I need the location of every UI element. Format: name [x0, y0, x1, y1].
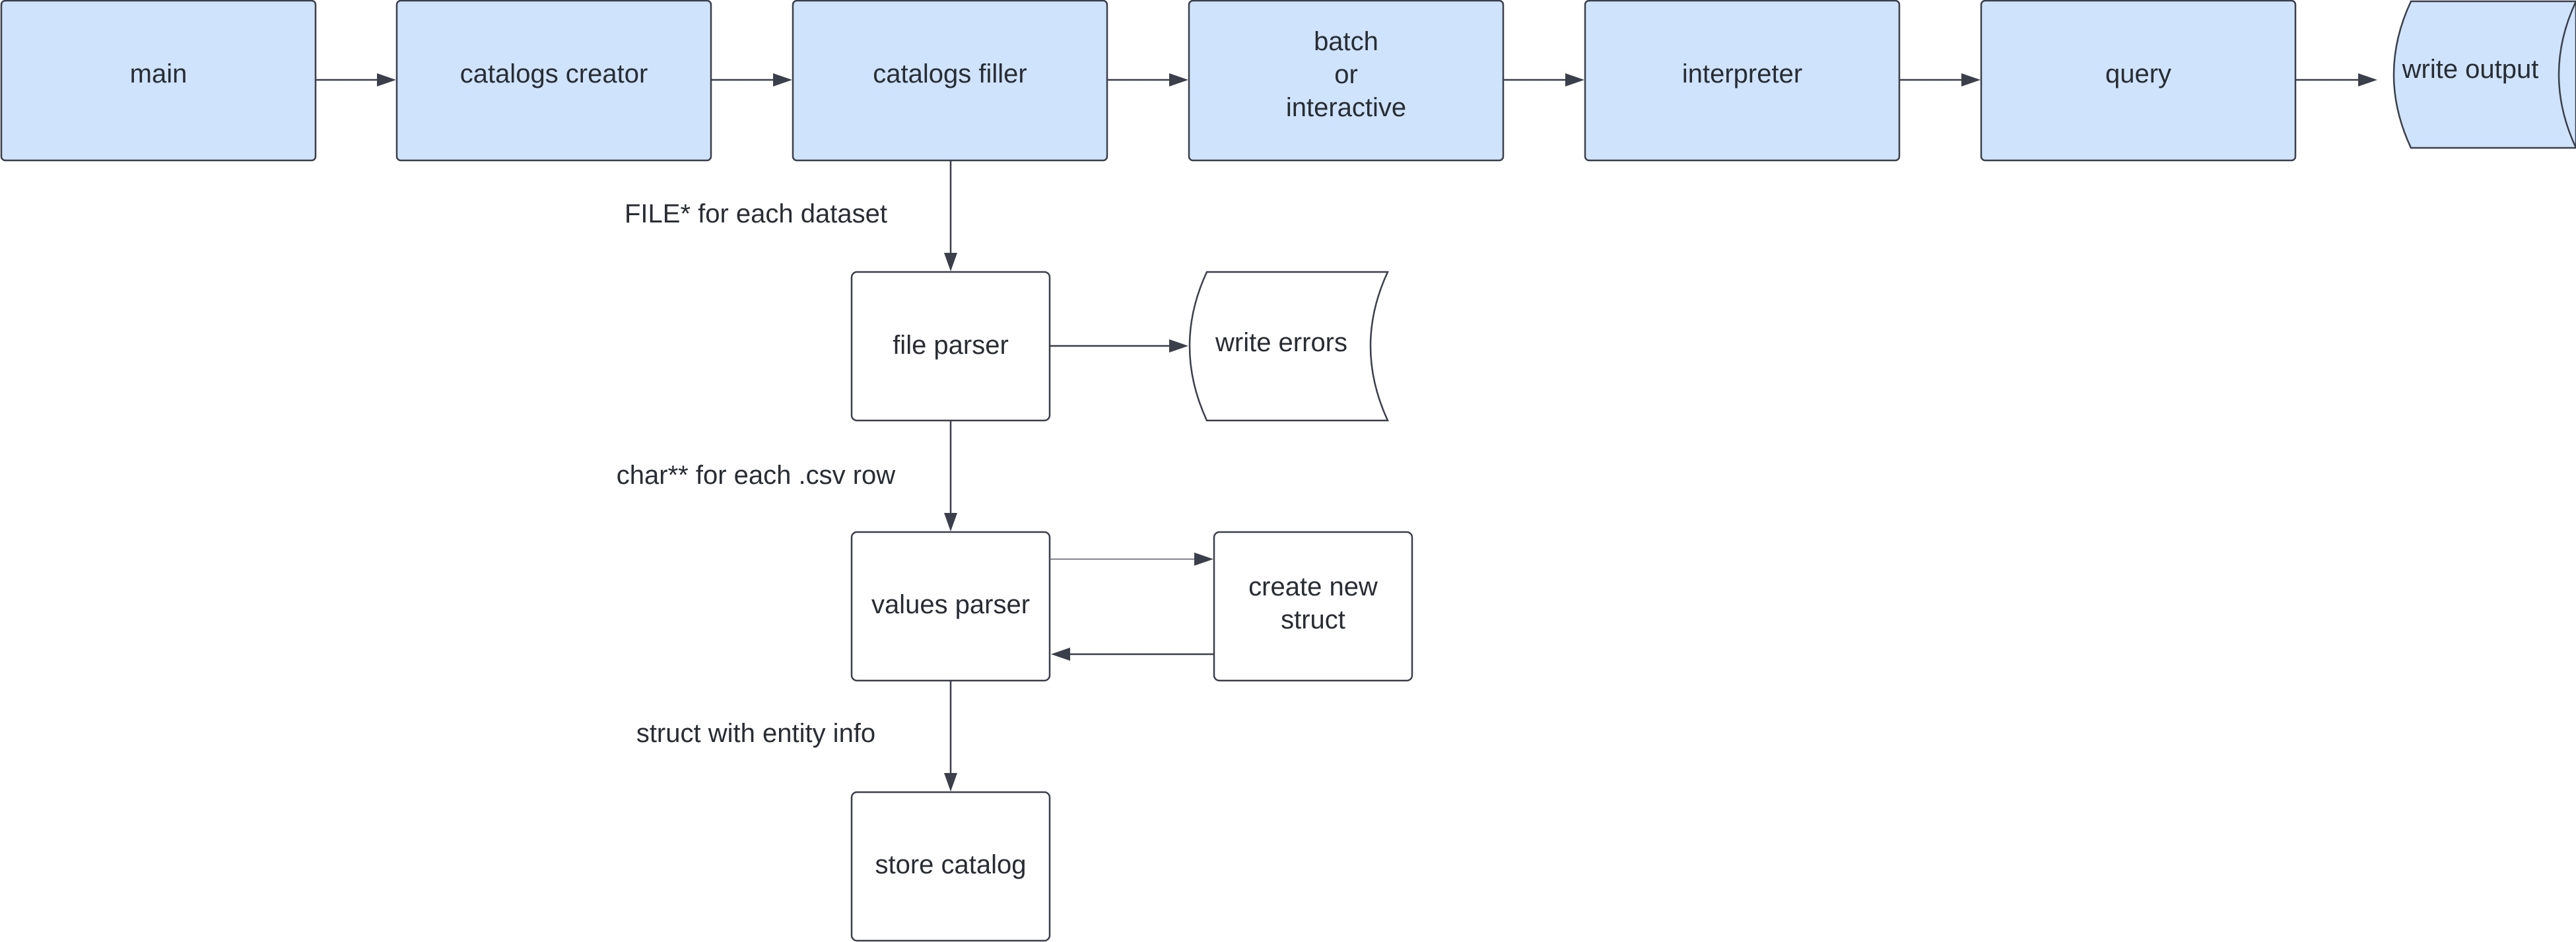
edge-creator-to-filler: [711, 73, 792, 86]
node-catalogs-filler-label: catalogs filler: [873, 59, 1027, 88]
node-create-new-struct: create new struct: [1213, 531, 1413, 682]
arrowhead-icon: [1194, 553, 1213, 566]
node-interpreter: interpreter: [1584, 0, 1901, 162]
node-create-new-struct-line2: struct: [1281, 605, 1345, 634]
node-main: main: [0, 0, 317, 162]
node-file-parser-label: file parser: [893, 331, 1009, 360]
edge-values-parser-to-create-struct: [1050, 553, 1213, 566]
node-catalogs-filler: catalogs filler: [792, 0, 1108, 162]
edge-file-parser-to-values-parser: [944, 421, 957, 531]
arrowhead-icon: [944, 773, 957, 791]
arrowhead-icon: [944, 513, 957, 531]
node-catalogs-creator-label: catalogs creator: [460, 59, 648, 88]
edge-query-to-write-output: [2295, 73, 2377, 86]
arrowhead-icon: [773, 73, 792, 86]
arrowhead-icon: [1961, 73, 1981, 86]
node-values-parser-label: values parser: [871, 590, 1030, 619]
edge-batch-to-interpreter: [1503, 73, 1584, 86]
arrowhead-icon: [1051, 648, 1070, 661]
node-write-output-label: write output: [2402, 55, 2539, 84]
edge-file-parser-to-write-errors: [1050, 339, 1188, 353]
arrowhead-icon: [1565, 73, 1584, 86]
node-interpreter-label: interpreter: [1682, 59, 1802, 88]
node-main-label: main: [130, 59, 187, 88]
node-batch-label-line3: interactive: [1286, 93, 1406, 122]
edge-filler-to-batch: [1107, 73, 1188, 86]
node-store-catalog-label: store catalog: [875, 850, 1026, 879]
node-create-new-struct-line1: create new: [1248, 572, 1378, 601]
edge-label-char-per-row: char** for each .csv row: [617, 461, 895, 490]
node-batch-or-interactive: batch or interactive: [1188, 0, 1505, 162]
node-batch-label-line1: batch: [1314, 27, 1378, 56]
edge-create-struct-to-values-parser: [1051, 648, 1214, 661]
node-file-parser: file parser: [850, 271, 1051, 422]
node-values-parser: values parser: [850, 531, 1051, 682]
node-write-errors-label: write errors: [1215, 328, 1347, 357]
edge-filler-to-file-parser: [944, 160, 957, 271]
node-batch-label-line2: or: [1334, 60, 1358, 89]
node-store-catalog: store catalog: [850, 791, 1051, 942]
node-write-errors: write errors: [1188, 271, 1389, 422]
node-write-output: write output: [2392, 0, 2576, 149]
arrowhead-icon: [1169, 73, 1188, 86]
edge-label-struct-entity: struct with entity info: [636, 719, 875, 748]
node-catalogs-creator: catalogs creator: [395, 0, 712, 162]
node-query-label: query: [2105, 59, 2171, 88]
arrowhead-icon: [1169, 339, 1188, 353]
edge-interpreter-to-query: [1899, 73, 1981, 86]
arrowhead-icon: [944, 253, 957, 271]
edge-values-parser-to-store-catalog: [944, 681, 957, 791]
edge-label-file-per-dataset: FILE* for each dataset: [625, 199, 887, 228]
node-query: query: [1980, 0, 2297, 162]
edge-main-to-creator: [316, 73, 396, 86]
arrowhead-icon: [2358, 73, 2377, 86]
arrowhead-icon: [377, 73, 396, 86]
